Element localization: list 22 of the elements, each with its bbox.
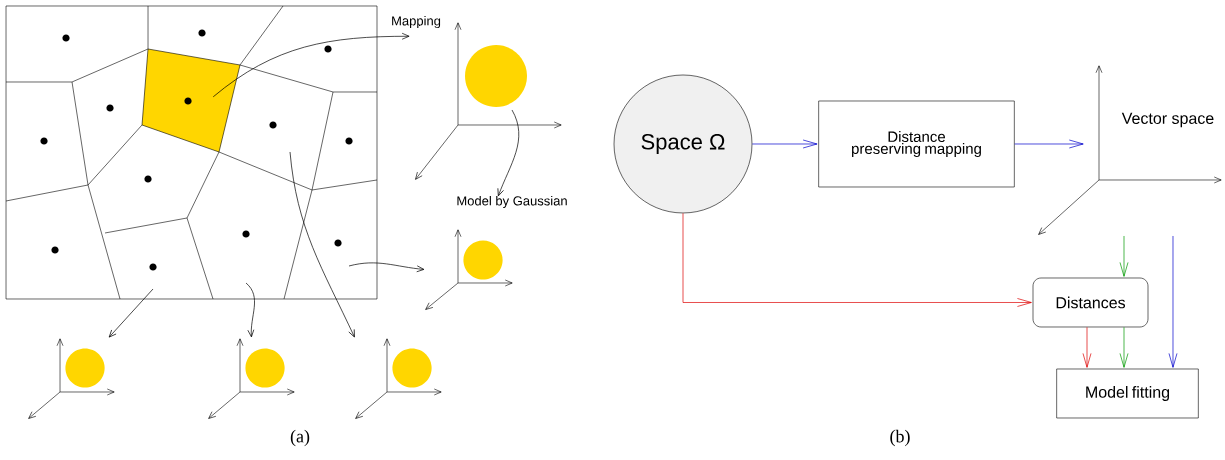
arrow	[751, 139, 818, 149]
arrow	[1014, 139, 1084, 149]
arrow	[1119, 235, 1129, 277]
panel-caption: (a)	[290, 429, 310, 447]
arrow	[1082, 326, 1092, 368]
text-label: Mapping	[392, 15, 441, 29]
arrow	[1119, 326, 1129, 368]
arrow	[348, 262, 425, 273]
arrow	[497, 109, 520, 197]
rounded-box: Distances	[1032, 277, 1149, 328]
arrow	[245, 282, 255, 338]
arrow	[682, 212, 1032, 307]
text-label: Model by Gaussian	[457, 195, 567, 209]
process-box: Distance preserving mapping	[818, 100, 1015, 188]
panel-caption: (b)	[890, 429, 910, 447]
arrow	[212, 32, 410, 98]
arrow	[289, 151, 355, 338]
highlighted-cell	[142, 49, 240, 152]
arrow	[1168, 235, 1178, 368]
process-box: Model fitting	[1056, 368, 1199, 419]
axis-label: Vector space	[1121, 112, 1214, 128]
arrow	[108, 288, 154, 338]
